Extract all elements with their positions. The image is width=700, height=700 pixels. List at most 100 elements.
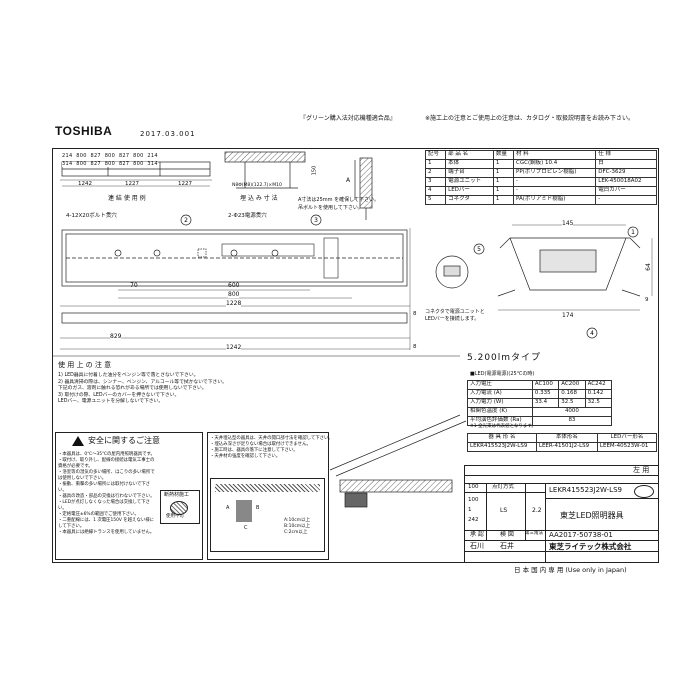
callout-2: 2 (184, 217, 188, 224)
cell: LEKR415523J2W-LS9 (467, 442, 537, 452)
dim-800: 800 (228, 291, 240, 298)
cell: 本体形名 (535, 433, 598, 443)
cell: 0.168 (558, 389, 586, 399)
col-part-name: 部 品 名 (445, 150, 494, 160)
cell: PP(ポリプロピレン樹脂) (513, 168, 597, 178)
dim-1228: 1228 (226, 300, 242, 307)
cell: 0.142 (584, 389, 613, 399)
caution-note: ※施工上の注意とご使用上の注意は、カタログ・取扱説明書をお読み下さい。 (425, 115, 635, 122)
table-row: 3 電源ユニット 1 - LEK-450018A02 (424, 177, 657, 187)
cell: AC200 (558, 380, 586, 390)
list-item: 3) 取付けの際、LEDバーのカバーを押さないで下さい。 (58, 392, 180, 398)
list-item: 1) LED器具に付着した油分をベンジン等で落とさないで下さい。 (58, 373, 199, 378)
cell: 相関色温度 (K) (467, 407, 533, 417)
list-item: ・施工時は、器具の落下に注意して下さい。 (210, 448, 298, 453)
clearance-dim-c: C (244, 525, 248, 531)
approval-header-3: 第三角法 (525, 531, 543, 536)
document-date: 2017.03.001 (140, 130, 196, 138)
parts-table-header: 記号 部 品 名 数量 材 料 仕 様 (424, 150, 657, 160)
dim-1242: 1242 (226, 344, 242, 351)
table-row: 平均演色評価数 (Ra) 83 (467, 416, 613, 426)
dim-8-top: 8 (413, 311, 417, 317)
cell: AC100 (531, 380, 560, 390)
insulation-badge-sub: 使用不可 (166, 514, 184, 519)
col-material: 材 料 (513, 150, 597, 160)
dim-145: 145 (562, 220, 574, 227)
volt-value: 242 (468, 517, 479, 523)
serial-usage-label: 連 結 使 用 例 (108, 195, 146, 202)
list-item: ・本器具は、0℃〜35℃の屋内用照明器具です。 (58, 452, 155, 457)
table-row: 入力電流 (A) 0.335 0.168 0.142 (467, 389, 613, 399)
volt-values: 100 1 242 (468, 495, 479, 525)
usage-notes-title: 使 用 上 の 注 意 (58, 361, 112, 369)
list-item: ・天井材の強度を確認して下さい。 (210, 454, 281, 459)
cell: 1 (492, 159, 515, 169)
title-block (464, 465, 659, 563)
cell: 32.5 (558, 398, 586, 408)
model-circle-icon (634, 485, 654, 498)
mid-note-box (207, 432, 329, 560)
list-item: 下記のガス、溶剤に触れる恐れがある場所では使用しないで下さい。 (58, 386, 207, 391)
spec-footnote: ※1 全光束は代表値となります。 (470, 424, 536, 429)
cell: 電源ユニット (445, 177, 494, 187)
safety-box-title: 安全に関するご注意 (88, 436, 160, 445)
col-qty: 数量 (492, 150, 515, 160)
cell: 83 (531, 416, 613, 426)
wire-hole-label: 2-Φ23電源贯穴 (228, 213, 267, 219)
cell: 1 (492, 195, 515, 205)
dim-a-bolt: A (346, 177, 351, 184)
table-row: 入力電力 (W) 33.4 32.5 32.5 (467, 398, 613, 408)
list-item: ・器具の改造・部品の交換は行わないで下さい。 (58, 494, 155, 499)
clearance-diagram (210, 478, 325, 552)
weight-value: 2.2 (532, 507, 542, 514)
company-name: 東芝ライテック株式会社 (549, 542, 632, 551)
cell: 0.335 (531, 389, 560, 399)
list-item: LEDバー、電源ユニットを分解しないで下さい。 (58, 399, 164, 404)
model-table: 器 具 形 名 本体形名 LEDバー形名 LEKR415523J2W-LS9 L… (467, 433, 658, 452)
dim-150: 150 (311, 165, 318, 176)
callout-4: 4 (590, 330, 594, 337)
mid-note-lines: ・天井埋込型の器具は、天井の開口部寸法を確認して下さい。 ・埋込み深さが足りない… (210, 436, 333, 460)
cell: - (513, 186, 597, 196)
list-item: ・天井埋込型の器具は、天井の開口部寸法を確認して下さい。 (210, 436, 333, 441)
cell: 器 具 形 名 (467, 433, 537, 443)
volt-value: 100 (468, 497, 479, 503)
cell: 3 (424, 177, 447, 187)
hole-note: N8Φ(M8)(122.7)×M10 (232, 183, 282, 188)
cell: LEEM-40523W-01 (596, 442, 658, 452)
cell: 入力電圧 (467, 380, 533, 390)
title-block-hline-2 (464, 492, 546, 493)
cell: 4000 (531, 407, 613, 417)
dim-8-bottom: 8 (413, 344, 417, 350)
usage-notes-list: 1) LED器具に付着した油分をベンジン等で落とさないで下さい。 2) 器具清掃… (58, 373, 227, 406)
method-value: LS (500, 507, 508, 514)
callout-3: 3 (314, 217, 318, 224)
title-block-hline-4 (464, 530, 659, 531)
callout-5: 5 (477, 246, 481, 253)
dim-9: 9 (645, 297, 649, 303)
list-item: C:2cm以上 (284, 530, 308, 535)
insulation-badge-label: 断熱材施工 (164, 492, 190, 498)
japan-only-note: 日 本 国 内 専 用 (Use only in Japan) (514, 566, 627, 574)
list-item: ・LEDが点灯しなくなった場合は交換して下さい。 (58, 500, 150, 511)
cell: 4 (424, 186, 447, 196)
title-block-vline-1 (486, 483, 487, 540)
cell: LEDバー形名 (596, 433, 658, 443)
title-block-grid (464, 475, 659, 476)
cell: 入力電力 (W) (467, 398, 533, 408)
list-item: A:10cm以上 (284, 518, 311, 523)
approver-1: 石川 (470, 542, 484, 550)
model-table-header: 器 具 形 名 本体形名 LEDバー形名 (467, 433, 658, 443)
table-row: 1 本体 1 CGC(鋼板) 10.4 白 (424, 159, 657, 169)
list-item: ・埋込み深さが足りない場合は取付けできません。 (210, 442, 311, 447)
fixture-block (236, 500, 252, 522)
drawing-number: AA2017-50738-01 (549, 531, 613, 539)
dims-row1: 214 800 827 800 827 800 214 (62, 153, 158, 159)
cell: 1 (492, 186, 515, 196)
col-spec: 仕 様 (595, 150, 657, 160)
cell: PA(ポリアミド樹脂) (513, 195, 597, 205)
list-item: ・二重配線には、1 次電圧150V を越えない様にして下さい。 (58, 518, 155, 529)
drawing-frame (52, 148, 659, 563)
dims-row2: 314 800 827 800 827 800 314 (62, 161, 158, 167)
